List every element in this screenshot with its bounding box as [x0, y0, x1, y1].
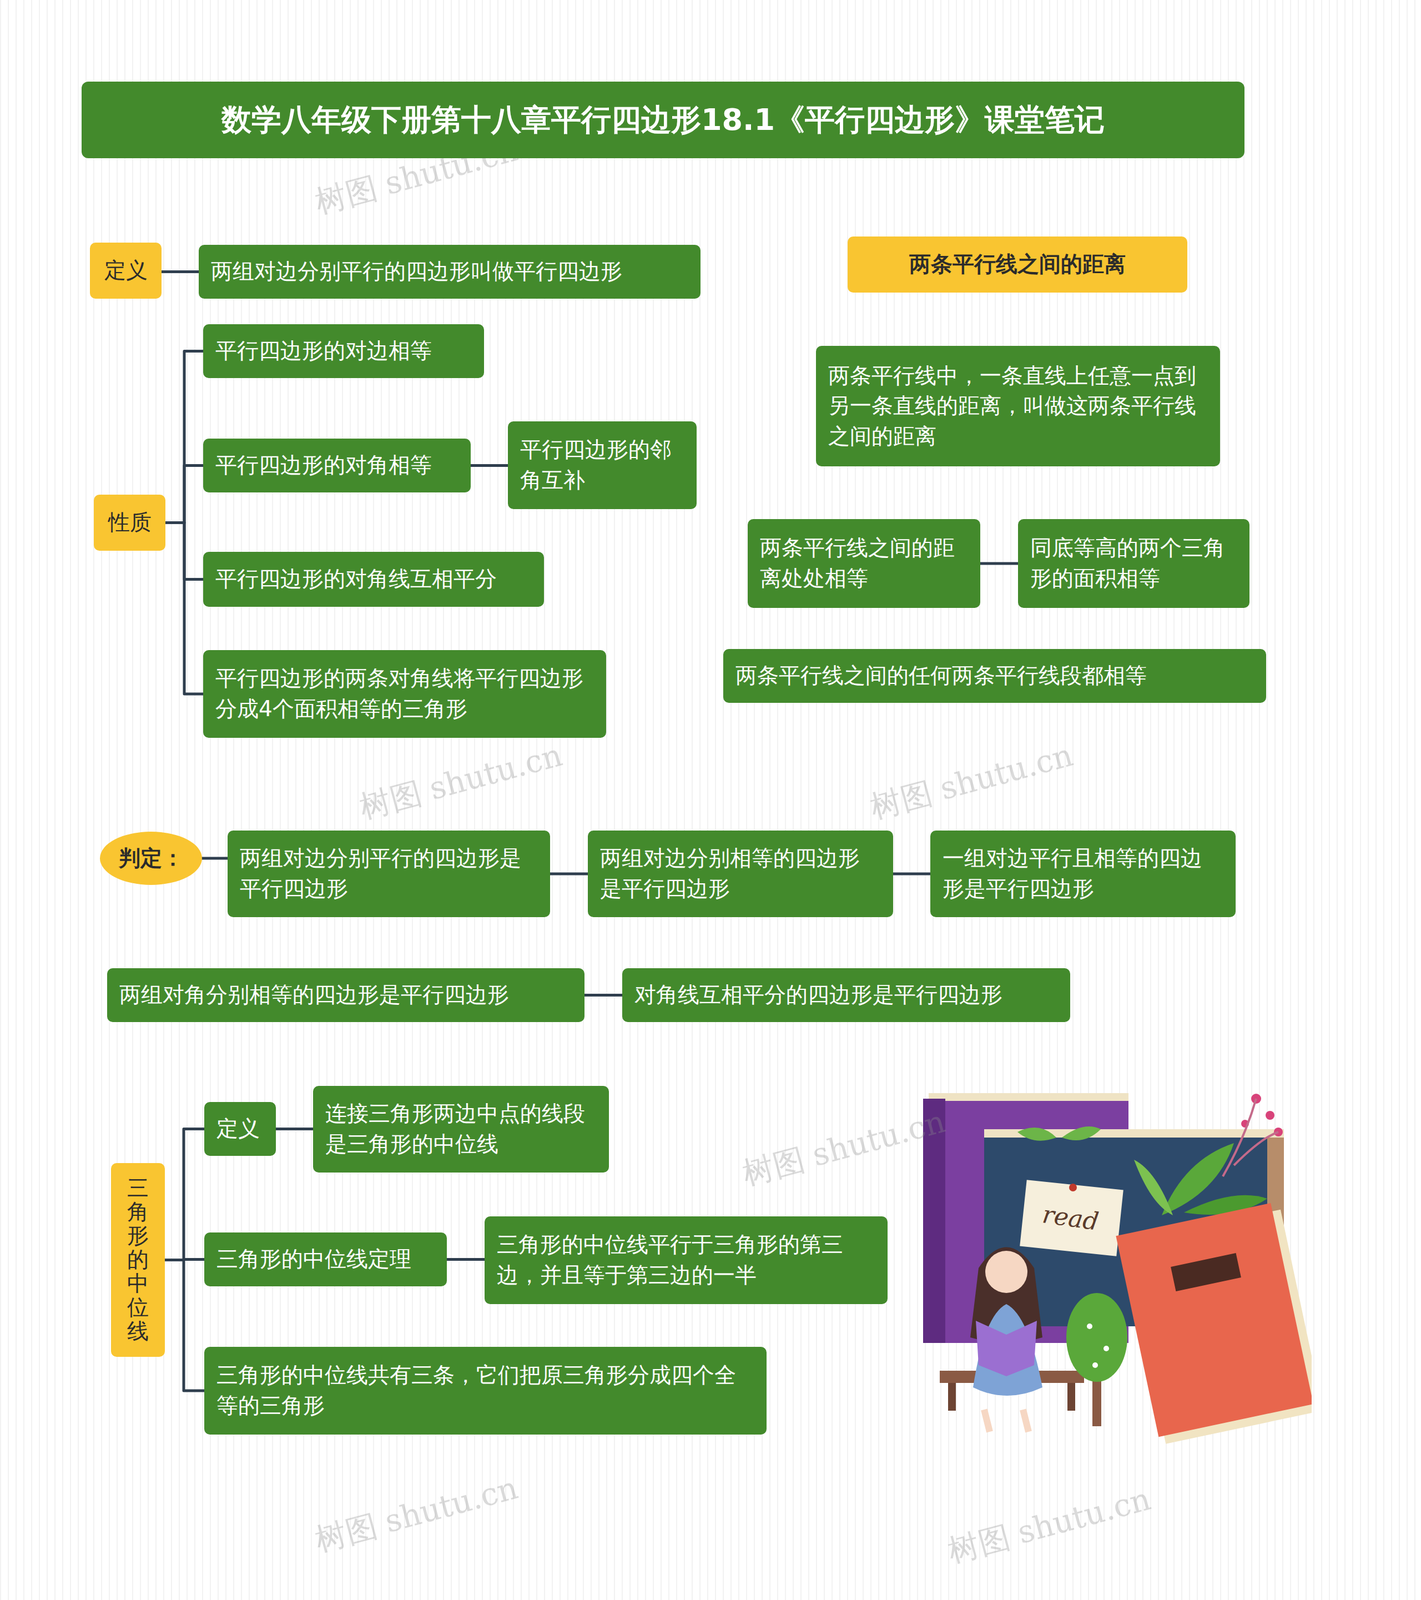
criterion-box: 对角线互相平分的四边形是平行四边形: [622, 968, 1071, 1022]
definition-box: 两组对边分别平行的四边形叫做平行四边形: [198, 244, 701, 299]
node-text: 两组对边分别相等的四边形是平行四边形: [600, 843, 881, 904]
connector-line: [161, 270, 199, 274]
property-box: 同底等高的两个三角形的面积相等: [1018, 518, 1250, 608]
node-text: 对角线互相平分的四边形是平行四边形: [634, 979, 1058, 1011]
red-book: [1115, 1201, 1312, 1445]
property-box: 三角形的中位线共有三条，它们把原三角形分成四个全等的三角形: [204, 1346, 767, 1435]
connector-line: [164, 1129, 205, 1261]
connector-line: [165, 522, 204, 580]
criterion-box: 两组对角分别相等的四边形是平行四边形: [107, 968, 585, 1022]
connector-line: [584, 993, 623, 997]
node-text: 平行四边形的两条对角线将平行四边形分成4个面积相等的三角形: [215, 663, 594, 724]
criterion-box: 一组对边平行且相等的四边形是平行四边形: [930, 830, 1236, 917]
definition-box: 两条平行线中，一条直线上任意一点到另一条直线的距离，叫做这两条平行线之间的距离: [815, 345, 1221, 467]
connector-line: [470, 464, 508, 467]
property-box: 两条平行线之间的任何两条平行线段都相等: [723, 648, 1267, 703]
property-box: 平行四边形的邻角互补: [507, 421, 697, 510]
property-box: 平行四边形的对角线互相平分: [203, 551, 544, 607]
connector-line: [202, 857, 228, 860]
criterion-box: 两组对边分别平行的四边形是平行四边形: [227, 830, 551, 917]
section-tag: 性质: [93, 494, 166, 551]
connector-line: [275, 1127, 314, 1131]
connector-line: [893, 872, 931, 876]
node-text: 三角形的中位线定理: [216, 1243, 435, 1275]
property-box: 两条平行线之间的距离处处相等: [747, 518, 981, 608]
node-text: 一组对边平行且相等的四边形是平行四边形: [942, 843, 1224, 904]
node-text: 平行四边形的对角线互相平分: [215, 563, 532, 595]
node-text: 性质: [108, 507, 152, 538]
node-text: 两组对边分别平行的四边形是平行四边形: [239, 843, 538, 904]
node-text: 连接三角形两边中点的线段是三角形的中位线: [325, 1098, 597, 1160]
reading-girl: [970, 1247, 1043, 1433]
node-text: 两条平行线之间的距离: [909, 249, 1126, 280]
node-text: 同底等高的两个三角形的面积相等: [1030, 532, 1238, 594]
subtopic-box: 定义: [204, 1101, 276, 1156]
node-text: 三角形的中位线平行于三角形的第三边，并且等于第三边的一半: [496, 1229, 876, 1291]
property-box: 平行四边形的两条对角线将平行四边形分成4个面积相等的三角形: [203, 649, 607, 738]
node-text: 定义: [216, 1113, 264, 1145]
node-text: 两条平行线之间的任何两条平行线段都相等: [735, 660, 1254, 692]
node-text: 判定：: [118, 843, 184, 874]
node-text: 两组对边分别平行的四边形叫做平行四边形: [210, 256, 689, 287]
property-box: 平行四边形的对角相等: [203, 438, 471, 493]
connector-line: [165, 351, 204, 523]
theorem-box: 三角形的中位线平行于三角形的第三边，并且等于第三边的一半: [484, 1216, 888, 1304]
node-text: 定义: [104, 255, 148, 286]
small-tree: [1066, 1292, 1128, 1426]
node-text: 平行四边形的对边相等: [215, 335, 472, 367]
plant-leaves: [1017, 1093, 1283, 1216]
connector-line: [980, 562, 1019, 566]
node-text: 两条平行线之间的距离处处相等: [759, 532, 969, 594]
property-box: 平行四边形的对边相等: [203, 324, 485, 379]
criterion-box: 两组对边分别相等的四边形是平行四边形: [587, 830, 894, 917]
node-text: 两组对角分别相等的四边形是平行四边形: [119, 979, 573, 1011]
connector-line: [165, 522, 204, 695]
books-illustration: [923, 1076, 1312, 1454]
node-text: 三角形的中位线共有三条，它们把原三角形分成四个全等的三角形: [216, 1359, 755, 1421]
connector-line: [165, 465, 204, 523]
section-tag: 定义: [89, 242, 162, 299]
connector-line: [550, 872, 588, 876]
subtopic-box: 三角形的中位线定理: [204, 1232, 447, 1287]
node-text: 三角形的中位线: [127, 1176, 149, 1343]
section-tag: 三角形的中位线: [111, 1162, 165, 1357]
title-bar: 数学八年级下册第十八章平行四边形18.1《平行四边形》课堂笔记: [81, 81, 1245, 159]
node-text: 两条平行线中，一条直线上任意一点到另一条直线的距离，叫做这两条平行线之间的距离: [828, 360, 1208, 452]
definition-box: 连接三角形两边中点的线段是三角形的中位线: [313, 1085, 609, 1173]
section-ellipse: 判定：: [99, 831, 203, 885]
connector-line: [164, 1260, 205, 1392]
connector-line: [164, 1259, 205, 1261]
node-text: 平行四边形的对角相等: [215, 450, 459, 481]
section-header: 两条平行线之间的距离: [847, 236, 1188, 293]
node-text: 平行四边形的邻角互补: [520, 434, 685, 496]
connector-line: [446, 1257, 485, 1261]
ellipse-fill: [99, 831, 203, 885]
note-paper: [1019, 1179, 1124, 1257]
